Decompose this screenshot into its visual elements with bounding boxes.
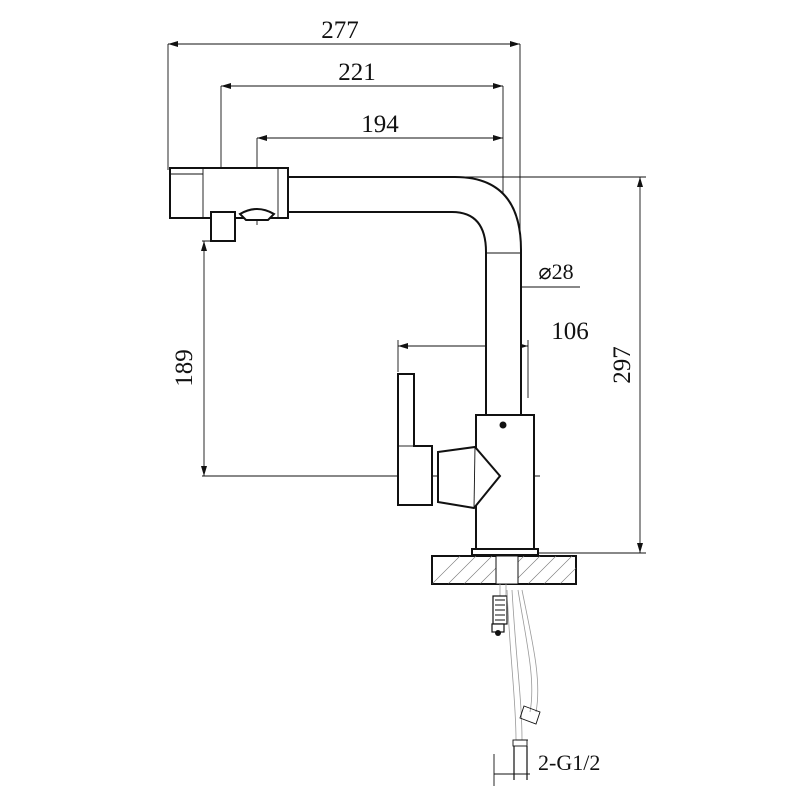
dimension-spout-reach: 221 bbox=[220, 59, 504, 200]
dim-label-total-height: 297 bbox=[609, 346, 636, 384]
lever-handle bbox=[397, 373, 433, 506]
dim-label-overall-reach: 277 bbox=[321, 17, 359, 44]
dim-label-lever-offset: 106 bbox=[551, 318, 589, 345]
spray-head bbox=[169, 167, 289, 219]
dimension-overall-reach: 277 bbox=[167, 17, 521, 258]
faucet-body bbox=[169, 167, 539, 556]
connection-thread-label: 2-G1/2 bbox=[538, 750, 600, 775]
dim-label-spout-reach: 221 bbox=[338, 59, 376, 86]
dimension-lever-offset: 106 bbox=[397, 318, 589, 398]
filter-outlet-nozzle bbox=[210, 211, 236, 242]
dim-label-outlet-height: 189 bbox=[171, 349, 198, 387]
handle-connector bbox=[437, 445, 502, 510]
dimension-total-height: 297 bbox=[455, 176, 646, 554]
dim-label-spout-diameter: ⌀28 bbox=[538, 259, 573, 284]
supply-hoses: 2-G1/2 bbox=[491, 584, 600, 786]
indicator-dot bbox=[499, 421, 507, 429]
dim-label-aerator-reach: 194 bbox=[361, 111, 399, 138]
aerator bbox=[238, 208, 276, 221]
countertop-section bbox=[431, 555, 577, 585]
